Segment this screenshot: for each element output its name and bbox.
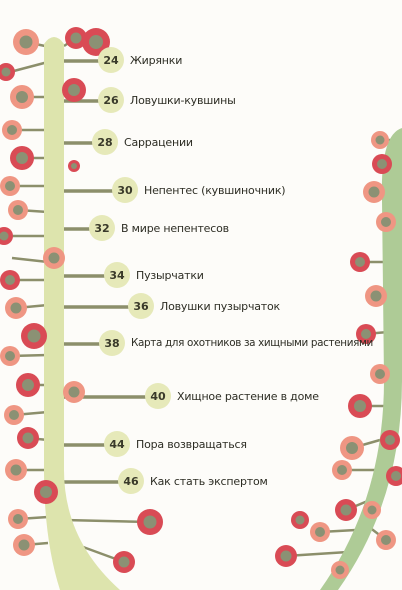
toc-entry-lovushki-kuvshiny[interactable]: 26 Ловушки-кувшины: [98, 87, 236, 113]
toc-entry-title: Непентес (кувшиночник): [144, 183, 286, 197]
plant-flower-core: [375, 135, 385, 145]
plant-flower-core: [68, 84, 80, 96]
plant-flower-core: [7, 125, 17, 135]
plant-flower-core: [315, 527, 325, 537]
plant-flower-core: [337, 465, 347, 475]
plant-flower-core: [391, 471, 401, 481]
plant-flower-core: [280, 550, 292, 562]
plant-flower-core: [19, 35, 33, 49]
toc-entry-title: Жирянки: [130, 53, 183, 67]
plant-flower-core: [5, 181, 15, 191]
plant-flower-core: [340, 504, 352, 516]
plant-flower-core: [355, 257, 365, 267]
toc-entry-kak-stat-ekspertom[interactable]: 46 Как стать экспертом: [118, 468, 268, 494]
toc-entry-title: Пора возвращаться: [136, 437, 247, 451]
plant-branch: [9, 60, 49, 74]
plant-flower-core: [5, 351, 15, 361]
plant-flower-core: [143, 515, 157, 529]
plant-flower-core: [367, 505, 377, 515]
toc-entry-title: Ловушки-кувшины: [130, 93, 236, 107]
plant-flower-core: [89, 35, 103, 49]
plant-flower-core: [118, 556, 130, 568]
plant-flower-core: [70, 32, 82, 44]
plant-flower-core: [22, 432, 34, 444]
toc-entry-title: В мире непентесов: [121, 221, 229, 235]
plant-flower-core: [40, 486, 52, 498]
toc-entry-karta[interactable]: 38 Карта для охотников за хищными растен…: [99, 330, 373, 356]
plant-flower-core: [385, 435, 395, 445]
plant-flower-core: [375, 369, 385, 379]
plant-flower-core: [377, 159, 387, 169]
toc-entry-title: Саррацении: [124, 135, 193, 149]
page-number-badge: 28: [92, 129, 118, 155]
plant-flower-core: [10, 302, 22, 314]
toc-entry-puzyrchatki[interactable]: 34 Пузырчатки: [104, 262, 204, 288]
toc-entry-khishchnoe-rastenie[interactable]: 40 Хищное растение в доме: [145, 383, 319, 409]
plant-flower-core: [335, 565, 345, 575]
plant-flower-core: [370, 290, 382, 302]
toc-entry-title: Как стать экспертом: [150, 474, 268, 488]
page-number-badge: 34: [104, 262, 130, 288]
page-number-badge: 38: [99, 330, 125, 356]
toc-entry-lovushki-puzyrchatok[interactable]: 36 Ловушки пузырчаток: [128, 293, 280, 319]
plant-flower-core: [295, 515, 305, 525]
plant-flower-core: [13, 205, 23, 215]
plant-branch: [63, 518, 151, 524]
page-number-badge: 30: [112, 177, 138, 203]
plant-flower-core: [16, 91, 28, 103]
plant-flower-core: [16, 152, 28, 164]
plant-flower-core: [71, 163, 77, 169]
toc-entry-pora-vozvrashchatsya[interactable]: 44 Пора возвращаться: [104, 431, 247, 457]
plant-flower-core: [9, 410, 19, 420]
plant-flower-core: [5, 275, 15, 285]
plant-flower-core: [48, 252, 60, 264]
plant-flower-core: [368, 186, 380, 198]
page-number-badge: 46: [118, 468, 144, 494]
toc-entry-nepentes[interactable]: 30 Непентес (кувшиночник): [112, 177, 286, 203]
plant-flower-core: [18, 539, 30, 551]
toc-entry-zhiryanki[interactable]: 24 Жирянки: [98, 47, 183, 73]
page-number-badge: 36: [128, 293, 154, 319]
toc-entry-title: Карта для охотников за хищными растениям…: [131, 337, 373, 349]
plant-flower-core: [68, 386, 80, 398]
page-number-badge: 26: [98, 87, 124, 113]
page-number-badge: 40: [145, 383, 171, 409]
plant-flower-core: [381, 217, 391, 227]
right-stem: [320, 128, 402, 590]
toc-entry-title: Хищное растение в доме: [177, 389, 319, 403]
page-number-badge: 44: [104, 431, 130, 457]
plant-flower-core: [10, 464, 22, 476]
page-number-badge: 24: [98, 47, 124, 73]
plant-flower-core: [13, 514, 23, 524]
toc-entry-title: Ловушки пузырчаток: [160, 299, 280, 313]
plant-flower-core: [22, 379, 34, 391]
plant-flower-core: [27, 329, 41, 343]
toc-entry-title: Пузырчатки: [136, 268, 204, 282]
plant-flower-core: [0, 231, 9, 241]
plant-flower-core: [354, 400, 366, 412]
toc-entry-v-mire-nepentesov[interactable]: 32 В мире непентесов: [89, 215, 229, 241]
plant-flower-core: [361, 329, 371, 339]
toc-entry-sarratsenii[interactable]: 28 Саррацении: [92, 129, 193, 155]
plant-flower-core: [381, 535, 391, 545]
plant-flower-core: [1, 67, 11, 77]
page-number-badge: 32: [89, 215, 115, 241]
plant-flower-core: [346, 442, 358, 454]
left-stem: [44, 37, 120, 590]
plant-branch: [11, 256, 49, 264]
